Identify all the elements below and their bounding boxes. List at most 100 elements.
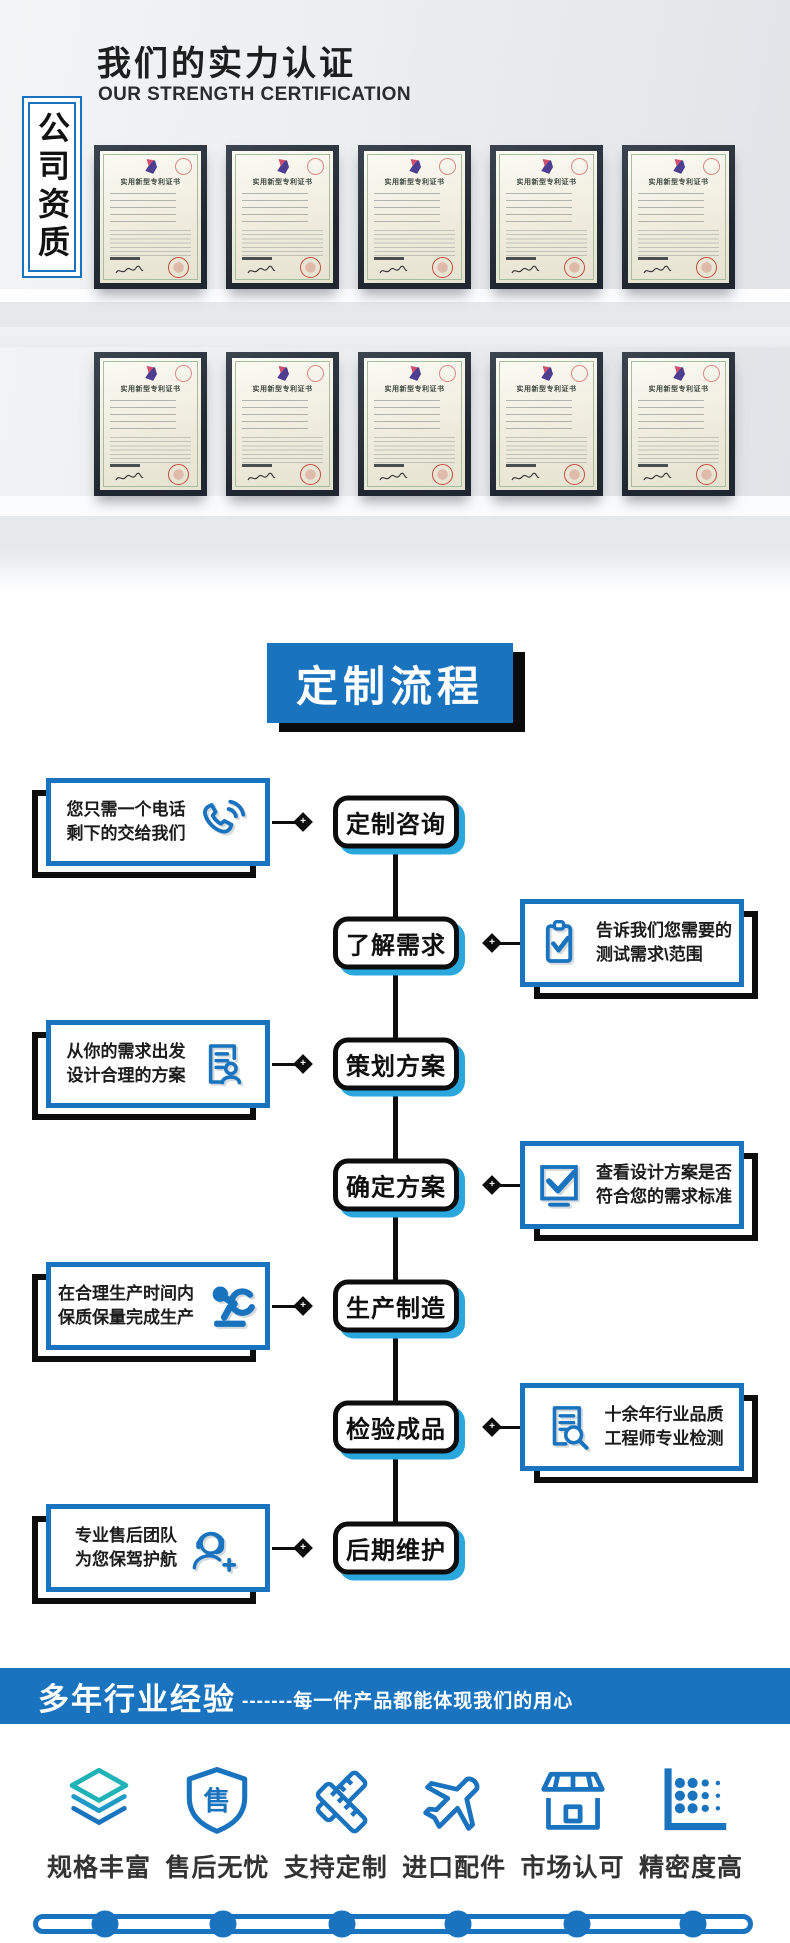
step-desc-line: 为您保驾护航	[75, 1550, 177, 1569]
certificate-row: 实用新型专利证书 实用新型专利证书	[94, 145, 735, 289]
red-seal-icon	[168, 257, 189, 278]
certificate-text-lines	[110, 399, 177, 434]
resume-icon	[196, 1037, 250, 1091]
flow-node: 了解需求	[333, 916, 459, 970]
step-desc-line: 剩下的交给我们	[66, 824, 186, 843]
step-description-box: 您只需一个电话 剩下的交给我们	[46, 778, 270, 866]
clipboard-check-icon	[532, 916, 586, 970]
seal-icon	[307, 158, 324, 175]
diamond-connector-icon	[293, 1054, 313, 1074]
feature-item: 支持定制	[277, 1764, 395, 1884]
patent-logo-icon	[541, 366, 553, 381]
certificate: 实用新型专利证书	[226, 145, 339, 289]
certificate-paragraph	[506, 229, 587, 258]
feature-label: 精密度高	[638, 1854, 743, 1882]
feature-label: 售后无忧	[165, 1854, 270, 1882]
certificate-paragraph	[374, 436, 455, 465]
seal-icon	[307, 365, 324, 382]
diamond-connector-icon	[482, 1417, 502, 1437]
certificate-footer	[504, 257, 589, 279]
step-desc-line: 十余年行业品质	[604, 1405, 724, 1424]
certificate-title: 实用新型专利证书	[648, 178, 709, 186]
diamond-connector-icon	[482, 933, 502, 953]
certificate-paragraph	[242, 436, 323, 465]
phone-icon	[196, 795, 250, 849]
badge-label: 公司资质	[34, 111, 70, 263]
step-desc-line: 测试需求\范围	[596, 945, 703, 964]
certificate-text-lines	[374, 399, 441, 434]
connector-line	[497, 1183, 521, 1187]
signature-icon	[379, 265, 408, 274]
step-description-box: 从你的需求出发 设计合理的方案	[46, 1020, 270, 1108]
feature-label: 规格丰富	[46, 1854, 151, 1882]
certificate-title: 实用新型专利证书	[252, 385, 313, 393]
flow-node: 确定方案	[333, 1158, 459, 1212]
certificate-title: 实用新型专利证书	[384, 178, 445, 186]
page-title: 我们的实力认证	[97, 45, 356, 83]
signature-icon	[247, 472, 276, 481]
certificate-title: 实用新型专利证书	[120, 178, 181, 186]
diamond-connector-icon	[482, 1175, 502, 1195]
timeline-dot	[328, 1910, 356, 1938]
signature-icon	[115, 472, 144, 481]
step-description-box: 专业售后团队 为您保驾护航	[46, 1504, 270, 1592]
certificate-footer	[108, 257, 193, 279]
connector-line	[272, 820, 296, 824]
certificate: 实用新型专利证书	[622, 352, 735, 496]
certificate-paper: 实用新型专利证书	[364, 151, 465, 283]
red-seal-icon	[696, 464, 717, 485]
certificate-row: 实用新型专利证书 实用新型专利证书	[94, 352, 735, 496]
patent-logo-icon	[409, 159, 421, 174]
certificate: 实用新型专利证书	[490, 352, 603, 496]
step-desc-line: 保质保量完成生产	[58, 1308, 194, 1327]
feature-item: 进口配件	[395, 1764, 513, 1884]
certificate-footer	[240, 257, 325, 279]
feature-label: 进口配件	[402, 1854, 507, 1882]
red-seal-icon	[564, 464, 585, 485]
certificate-text-lines	[242, 192, 309, 227]
certificate-paper: 实用新型专利证书	[628, 358, 729, 490]
certificate-footer	[636, 257, 721, 279]
step-desc-line: 设计合理的方案	[66, 1066, 186, 1085]
feature-row: 规格丰富 售 售后无忧	[0, 1764, 790, 1884]
svg-text:售: 售	[204, 1785, 231, 1816]
feature-item: 市场认可	[514, 1764, 632, 1884]
signature-icon	[379, 472, 408, 481]
step-desc-line: 您只需一个电话	[66, 800, 186, 819]
certificate-paper: 实用新型专利证书	[100, 151, 201, 283]
timeline-dot	[563, 1910, 591, 1938]
timeline-track	[33, 1910, 753, 1938]
seal-icon	[571, 365, 588, 382]
certificate-paper: 实用新型专利证书	[364, 358, 465, 490]
plane-icon	[416, 1764, 492, 1840]
certificate-paragraph	[110, 436, 191, 465]
feature-item: 售 售后无忧	[158, 1764, 276, 1884]
feature-label: 市场认可	[520, 1854, 625, 1882]
certificate-title: 实用新型专利证书	[384, 385, 445, 393]
layers-icon	[61, 1764, 137, 1840]
seal-icon	[439, 365, 456, 382]
seal-icon	[571, 158, 588, 175]
certificate-text-lines	[506, 192, 573, 227]
ruler-pencil-icon	[298, 1764, 374, 1840]
feature-item: 规格丰富	[40, 1764, 158, 1884]
certificate-paper: 实用新型专利证书	[232, 358, 333, 490]
certificate-title: 实用新型专利证书	[516, 385, 577, 393]
signature-icon	[247, 265, 276, 274]
doc-search-icon	[541, 1400, 595, 1454]
signature-icon	[115, 265, 144, 274]
signature-icon	[643, 472, 672, 481]
flow-node: 生产制造	[333, 1279, 459, 1333]
page-subtitle: OUR STRENGTH CERTIFICATION	[98, 84, 411, 105]
certificate: 实用新型专利证书	[226, 352, 339, 496]
signature-icon	[643, 265, 672, 274]
certificate-text-lines	[110, 192, 177, 227]
flow-node: 后期维护	[333, 1521, 459, 1575]
certificate-footer	[504, 464, 589, 486]
certificate: 实用新型专利证书	[490, 145, 603, 289]
certificate-text-lines	[638, 399, 705, 434]
patent-logo-icon	[673, 366, 685, 381]
patent-logo-icon	[145, 366, 157, 381]
company-qualification-badge: 公司资质	[28, 102, 76, 272]
